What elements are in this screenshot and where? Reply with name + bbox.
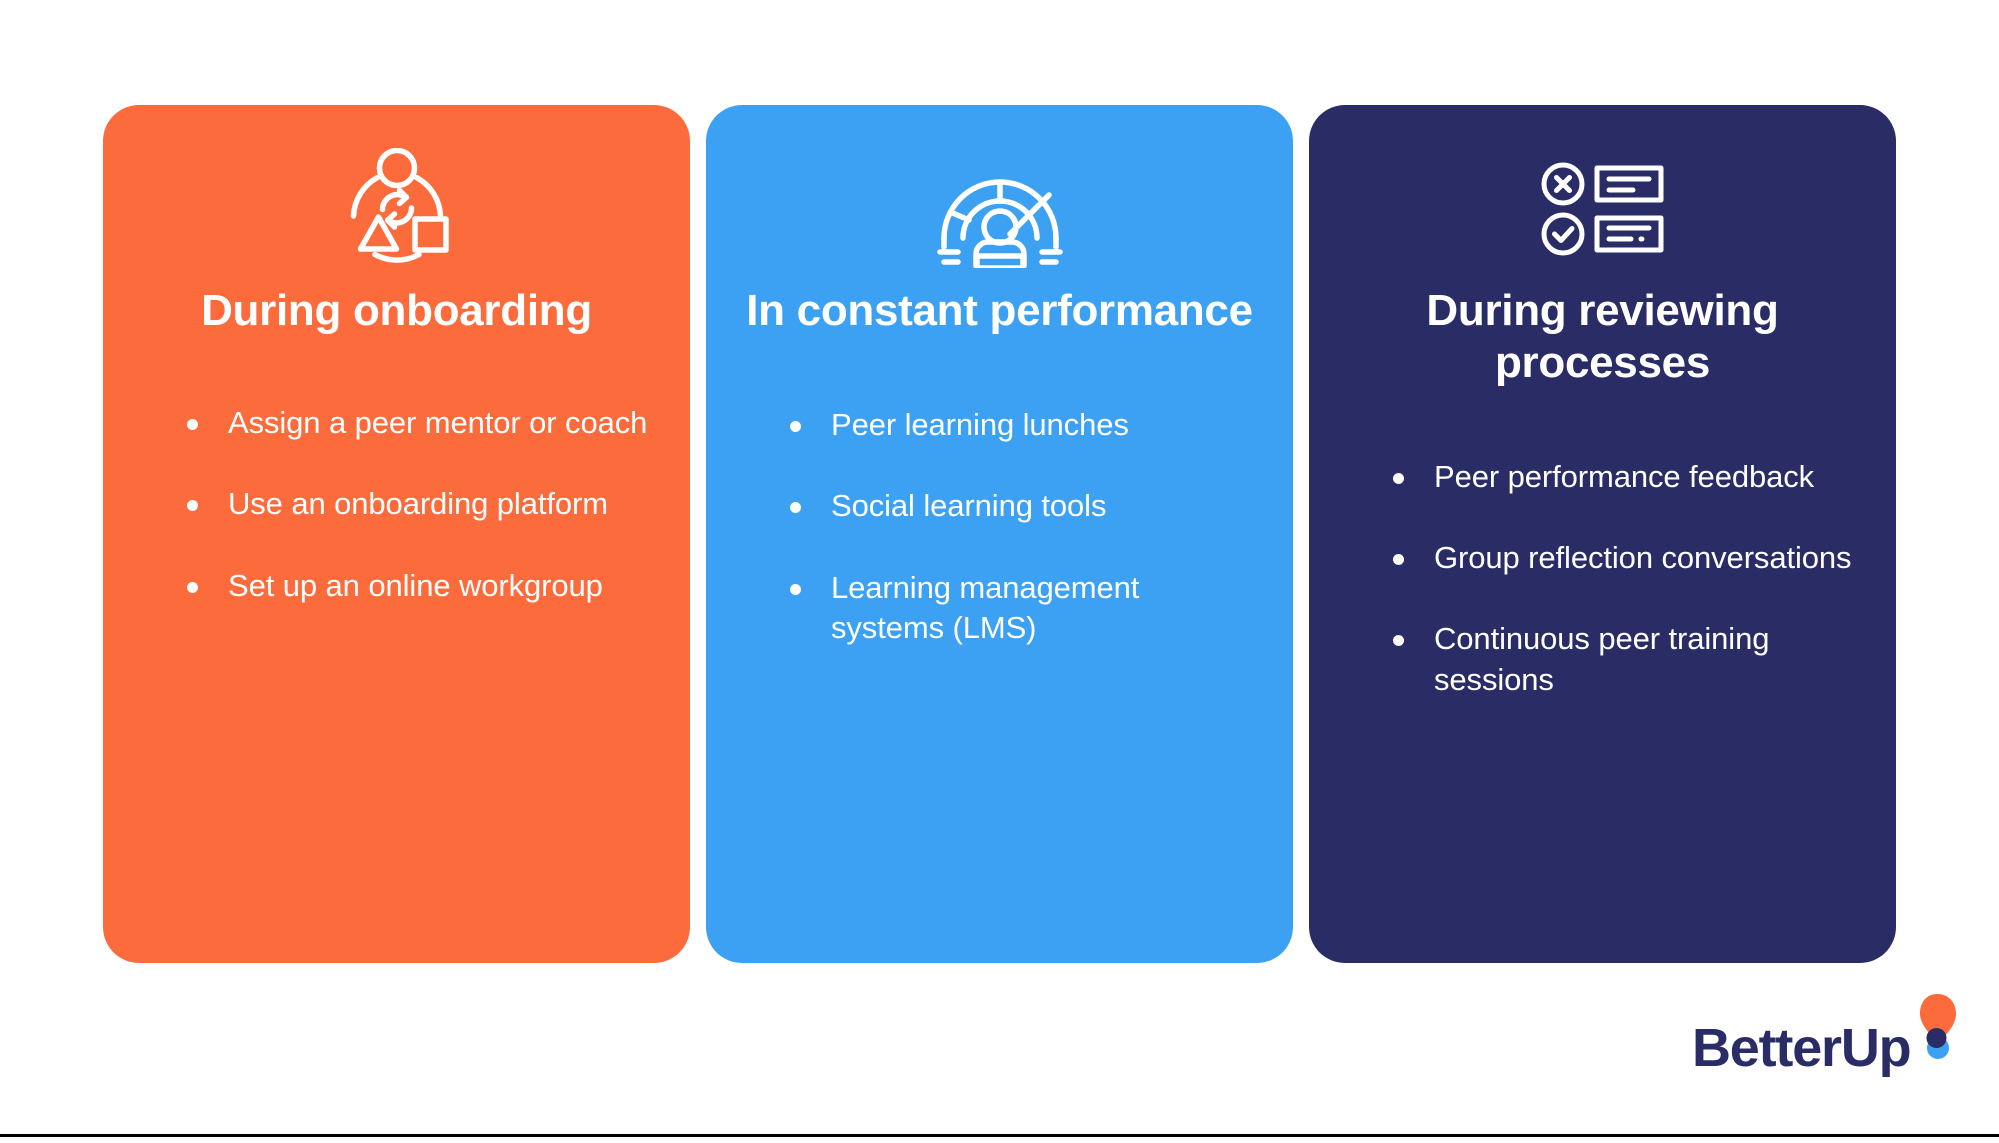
list-item-label: Social learning tools xyxy=(831,488,1107,524)
card-title: During onboarding xyxy=(201,286,592,335)
betterup-logo: BetterUp xyxy=(1692,992,1960,1075)
bullet-dot-icon xyxy=(790,420,801,432)
list-item: Set up an online workgroup xyxy=(181,566,650,606)
bullet-dot-icon xyxy=(1393,635,1404,647)
bullet-dot-icon xyxy=(187,500,198,512)
list-item-label: Assign a peer mentor or coach xyxy=(228,404,648,440)
list-item: Group reflection conversations xyxy=(1387,538,1856,578)
bullet-dot-icon xyxy=(790,502,801,514)
betterup-balloon-mark-icon xyxy=(1916,992,1960,1071)
card-title: In constant performance xyxy=(746,286,1253,335)
review-checklist-icon xyxy=(1541,143,1665,275)
card-bullet-list: Peer performance feedback Group reflecti… xyxy=(1309,457,1896,700)
card-during-reviewing-processes: During reviewing processes Peer performa… xyxy=(1309,105,1896,963)
list-item: Social learning tools xyxy=(784,486,1253,526)
list-item-label: Peer learning lunches xyxy=(831,406,1129,442)
logo-wordmark: BetterUp xyxy=(1692,1018,1912,1078)
card-bullet-list: Assign a peer mentor or coach Use an onb… xyxy=(103,403,690,606)
list-item-label: Group reflection conversations xyxy=(1434,540,1852,576)
list-item: Peer learning lunches xyxy=(784,405,1253,445)
list-item-label: Learning management systems (LMS) xyxy=(831,569,1140,645)
list-item: Learning management systems (LMS) xyxy=(784,568,1253,649)
performance-gauge-person-icon xyxy=(928,143,1072,275)
bullet-dot-icon xyxy=(790,583,801,595)
card-title: During reviewing processes xyxy=(1426,286,1779,387)
bottom-rule xyxy=(0,1134,1999,1137)
list-item-label: Peer performance feedback xyxy=(1434,458,1815,494)
list-item-label: Continuous peer training sessions xyxy=(1434,621,1770,697)
bullet-dot-icon xyxy=(187,581,198,593)
bullet-dot-icon xyxy=(1393,472,1404,484)
card-in-constant-performance: In constant performance Peer learning lu… xyxy=(706,105,1293,963)
cards-row: During onboarding Assign a peer mentor o… xyxy=(103,105,1896,963)
bullet-dot-icon xyxy=(1393,554,1404,566)
card-during-onboarding: During onboarding Assign a peer mentor o… xyxy=(103,105,690,963)
list-item: Peer performance feedback xyxy=(1387,457,1856,497)
list-item-label: Set up an online workgroup xyxy=(228,567,603,603)
card-bullet-list: Peer learning lunches Social learning to… xyxy=(706,405,1293,648)
list-item: Use an onboarding platform xyxy=(181,484,650,524)
process-cycle-people-icon xyxy=(333,143,461,275)
list-item-label: Use an onboarding platform xyxy=(228,486,608,522)
bullet-dot-icon xyxy=(187,418,198,430)
list-item: Continuous peer training sessions xyxy=(1387,619,1856,700)
list-item: Assign a peer mentor or coach xyxy=(181,403,650,443)
